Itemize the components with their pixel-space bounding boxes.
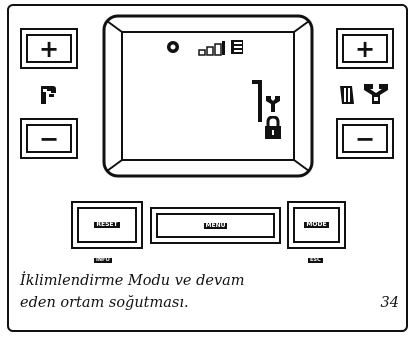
heater-grid-icon <box>231 40 243 54</box>
right-minus-button[interactable]: − <box>336 118 394 159</box>
hot-water-tap-icon <box>41 86 56 104</box>
fan-icon <box>266 96 280 112</box>
right-plus-label: + <box>342 34 388 63</box>
figure-caption: İklimlendirme Modu ve devam eden ortam s… <box>20 270 400 314</box>
page-number: 34 <box>380 295 399 311</box>
left-minus-button[interactable]: − <box>20 118 78 159</box>
sun-icon <box>167 41 179 53</box>
signal-bars-icon <box>198 41 225 56</box>
caption-line-1: İklimlendirme Modu ve devam <box>20 273 245 289</box>
info-sublabel: INFO <box>94 257 112 263</box>
caption-line-2: eden ortam soğutması. <box>20 295 189 311</box>
esc-sublabel: ESC <box>308 257 323 263</box>
mode-button-face: MODE <box>293 207 340 243</box>
padlock-icon <box>265 116 281 139</box>
right-plus-button[interactable]: + <box>336 28 394 69</box>
mode-button[interactable]: MODE <box>287 201 346 249</box>
menu-button-label: MENU <box>203 221 228 229</box>
reset-button-face: RESET <box>77 207 137 243</box>
left-plus-button[interactable]: + <box>20 28 78 69</box>
lcd-display <box>102 14 314 178</box>
cooling-fan-icon <box>364 84 388 104</box>
reset-button[interactable]: RESET <box>71 201 143 249</box>
menu-button[interactable]: MENU <box>150 207 281 244</box>
menu-button-face: MENU <box>156 213 275 238</box>
right-minus-label: − <box>342 124 388 153</box>
left-plus-label: + <box>26 34 72 63</box>
mode-button-label: MODE <box>304 221 329 228</box>
flow-pipe-icon <box>252 80 262 122</box>
radiator-icon <box>340 86 354 104</box>
reset-button-label: RESET <box>94 221 120 228</box>
left-minus-label: − <box>26 124 72 153</box>
